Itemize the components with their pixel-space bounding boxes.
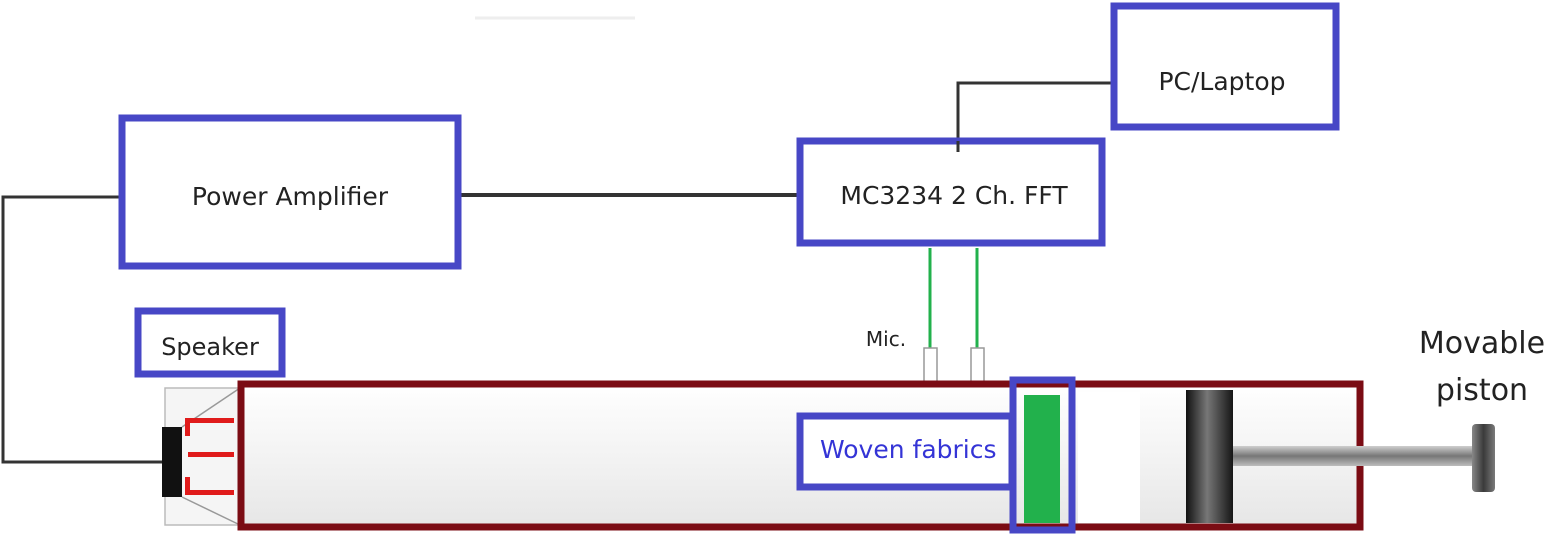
tube-air-gap bbox=[1078, 392, 1140, 523]
speaker-label: Speaker bbox=[161, 333, 259, 361]
speaker-wire bbox=[1, 195, 168, 464]
pc-laptop-box bbox=[1110, 2, 1340, 131]
piston-rod bbox=[1232, 446, 1482, 466]
piston-knob bbox=[1472, 424, 1495, 492]
power-amplifier-box bbox=[118, 114, 462, 270]
movable-piston-label-line1: Movable bbox=[1419, 326, 1545, 361]
fft-to-pc-wire bbox=[956, 81, 1114, 145]
fft-analyzer-box bbox=[796, 137, 1106, 247]
woven-fabrics-label: Woven fabrics bbox=[820, 435, 997, 464]
mic-1 bbox=[923, 347, 938, 383]
piston-head bbox=[1186, 390, 1233, 523]
speaker-cone-lower bbox=[181, 496, 241, 526]
mic-label: Mic. bbox=[866, 327, 906, 351]
movable-piston-label-line2: piston bbox=[1436, 373, 1528, 408]
pc-laptop-label: PC/Laptop bbox=[1158, 67, 1285, 96]
mic-2 bbox=[970, 347, 985, 383]
speaker-driver bbox=[162, 427, 182, 497]
woven-fabrics-label-box bbox=[796, 412, 1016, 491]
speaker-label-box bbox=[134, 307, 286, 378]
woven-fabric-sample bbox=[1024, 395, 1060, 523]
fft-analyzer-label: MC3234 2 Ch. FFT bbox=[840, 181, 1068, 210]
wires bbox=[1, 81, 1114, 464]
mic-cables bbox=[928, 248, 979, 350]
power-amplifier-label: Power Amplifier bbox=[192, 182, 389, 211]
speaker-sound-marks bbox=[185, 418, 234, 495]
